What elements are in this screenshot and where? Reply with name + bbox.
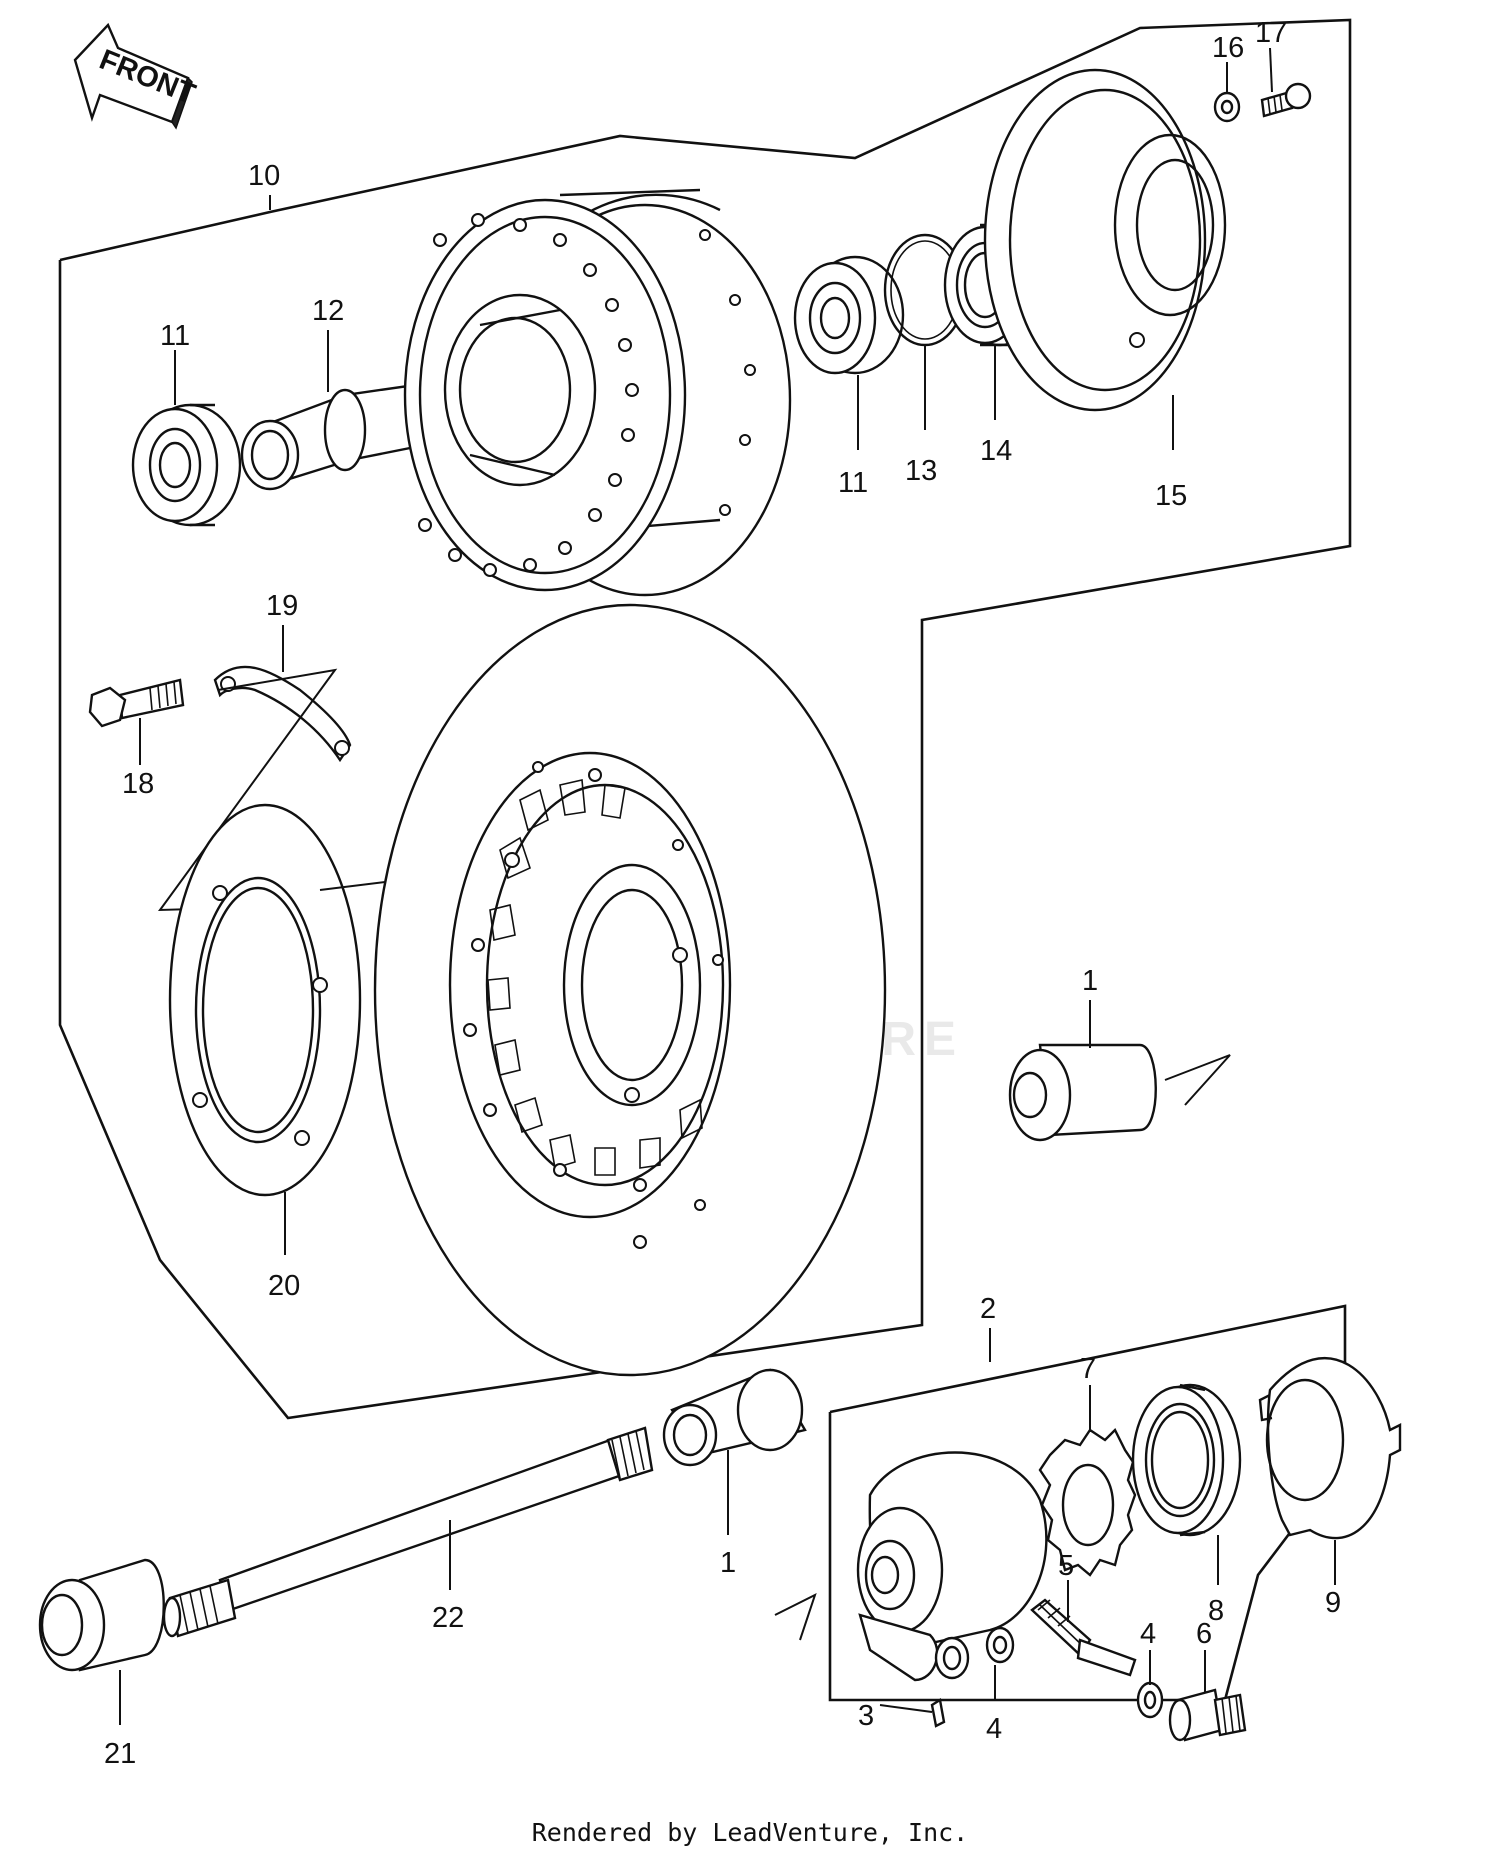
lock-plate-part-19 <box>157 665 352 912</box>
pinion-gear-part-5 <box>1030 1598 1137 1677</box>
seal-part-8 <box>1131 1383 1242 1537</box>
callout-22: 22 <box>432 1602 464 1634</box>
washer-part-4-left <box>985 1626 1015 1664</box>
wheel-hub <box>403 188 792 597</box>
collar-part-1-upper <box>1008 1043 1231 1142</box>
callout-11-left: 11 <box>160 320 190 352</box>
callout-1-lower: 1 <box>720 1547 736 1579</box>
callout-19: 19 <box>266 590 298 622</box>
callout-13: 13 <box>905 455 937 487</box>
callout-18: 18 <box>122 768 154 800</box>
callout-12: 12 <box>312 295 344 327</box>
rotor-bolt-holes <box>463 761 724 1249</box>
bolt-part-17 <box>1260 82 1312 118</box>
axle-part-22 <box>162 1426 654 1638</box>
callout-8: 8 <box>1208 1595 1224 1627</box>
leader-lines <box>119 47 1336 1725</box>
speedo-housing-part-2 <box>774 1451 1048 1682</box>
callout-7: 7 <box>1080 1353 1096 1385</box>
axle-nut-part-21 <box>38 1558 165 1672</box>
hub-bolt-holes <box>418 213 756 577</box>
callout-17: 17 <box>1255 17 1287 49</box>
speedo-drive-gear-part-7 <box>1038 1427 1137 1577</box>
callout-14: 14 <box>980 435 1012 467</box>
render-credit-footer: Rendered by LeadVenture, Inc. <box>531 1818 969 1847</box>
disc-plate-part-20 <box>168 803 362 1197</box>
callout-11-right: 11 <box>838 467 868 499</box>
callout-9: 9 <box>1325 1587 1341 1619</box>
bolt-part-18 <box>88 678 185 728</box>
retainer-part-9 <box>1258 1356 1402 1540</box>
bearing-part-11-left <box>131 403 242 527</box>
collar-part-1-lower <box>662 1368 807 1467</box>
callout-20: 20 <box>268 1270 300 1302</box>
hub-cover-part-15 <box>983 68 1227 412</box>
callout-21: 21 <box>104 1738 136 1770</box>
callout-15: 15 <box>1155 480 1187 512</box>
brake-disc-rotor <box>373 603 887 1377</box>
bushing-part-6 <box>1168 1688 1247 1742</box>
pin-part-3 <box>930 1698 946 1728</box>
callout-4-right: 4 <box>1140 1618 1156 1650</box>
washer-part-4-right <box>1136 1681 1164 1719</box>
callout-6: 6 <box>1196 1618 1212 1650</box>
callout-4-left: 4 <box>986 1713 1002 1745</box>
washer-part-16 <box>1213 91 1241 123</box>
callout-3: 3 <box>858 1700 874 1732</box>
assembly-frame-main <box>58 18 1352 1420</box>
callout-2: 2 <box>980 1293 996 1325</box>
bearing-part-11-right <box>793 255 905 375</box>
callout-16: 16 <box>1212 32 1244 64</box>
callout-5: 5 <box>1058 1550 1074 1582</box>
callout-labels: 10 11 12 11 13 14 15 16 17 18 19 20 1 2 … <box>104 17 1341 1770</box>
callout-10: 10 <box>248 160 280 192</box>
rotor-vent-slots <box>487 779 703 1176</box>
front-direction-arrow: FRONT <box>73 22 200 130</box>
assembly-frame-lower <box>828 1304 1347 1702</box>
callout-1-upper: 1 <box>1082 965 1098 997</box>
